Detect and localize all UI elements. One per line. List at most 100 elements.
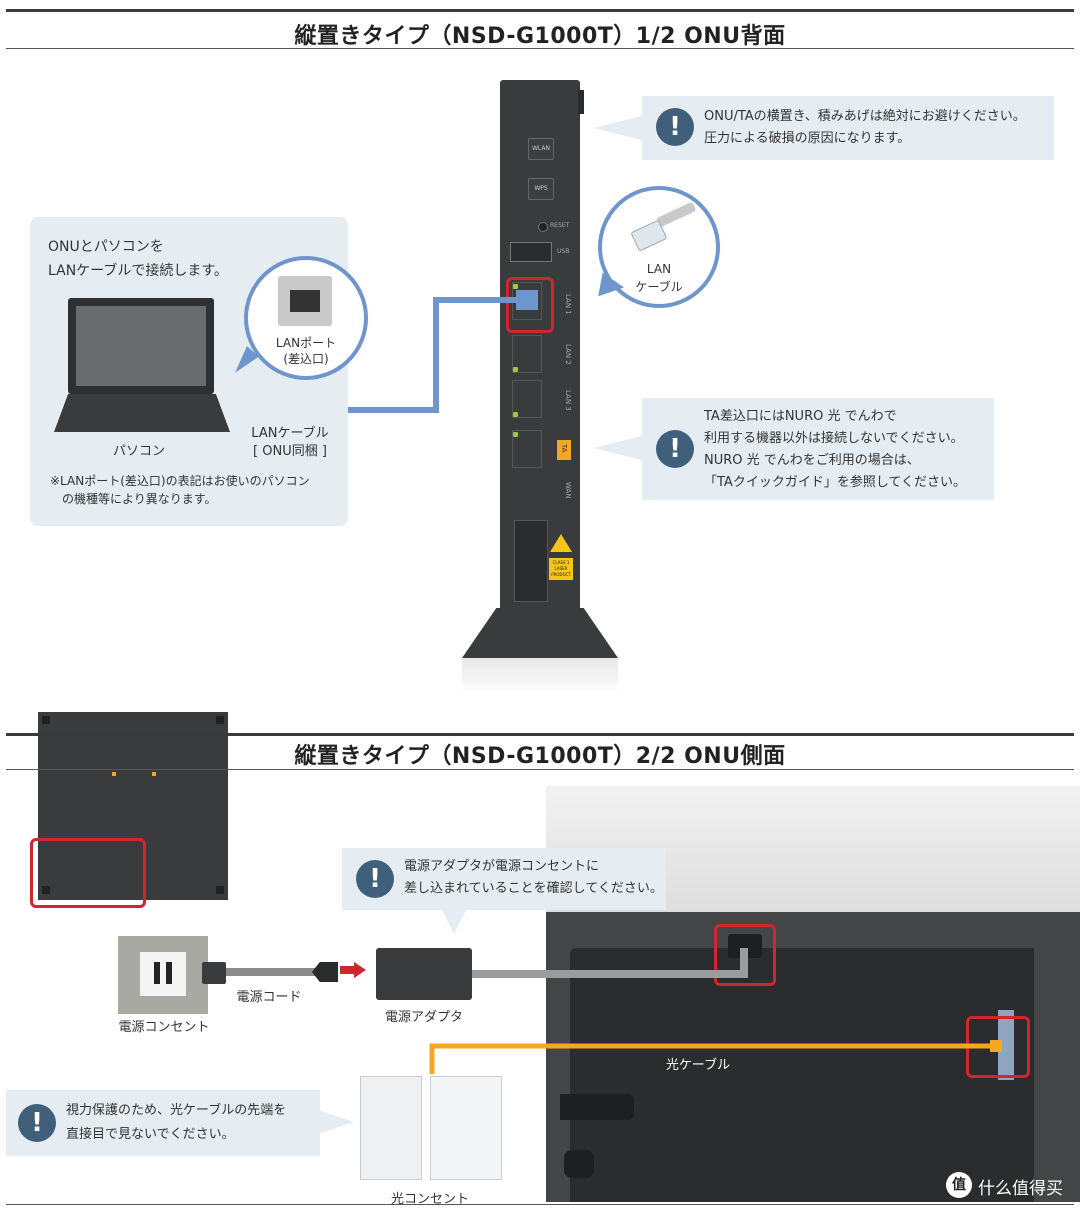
side-cable-stub-2 xyxy=(564,1150,594,1178)
ta-note-line1: TA差込口にはNURO 光 でんわで xyxy=(704,409,897,424)
reset-label: RESET xyxy=(550,222,570,229)
ta-led xyxy=(513,432,518,437)
section1-top-rule xyxy=(6,9,1074,12)
section1-title: 縦置きタイプ（NSD-G1000T）1/2 ONU背面 xyxy=(294,24,786,49)
usb-port[interactable] xyxy=(510,242,552,262)
laptop-keyboard xyxy=(54,394,230,432)
ta-note-pointer xyxy=(594,436,642,460)
lan1-plug xyxy=(516,290,538,310)
fiber-cable-label: 光ケーブル xyxy=(665,1058,731,1073)
fiber-cable-line xyxy=(429,1043,998,1074)
lan-port-icon-socket xyxy=(290,290,320,312)
onu-side-inner xyxy=(570,948,1034,1202)
lan-cable-label-line2: [ ONU同梱 ] xyxy=(253,444,327,459)
adapter-note-pointer xyxy=(440,906,468,934)
lan-port-label-line1: LANポート xyxy=(275,336,337,350)
ta-note-line2: 利用する機器以外は接続しないでください。 xyxy=(704,431,964,446)
onu-side-tab xyxy=(578,90,584,114)
lan-connector-icon xyxy=(631,202,696,251)
fiber-port[interactable] xyxy=(514,520,548,602)
fiber-outlet-right xyxy=(430,1076,502,1180)
adapter-note xyxy=(342,848,666,910)
lan-cable-callout xyxy=(598,186,720,308)
warning-icon: ! xyxy=(356,860,394,898)
usb-label: USB xyxy=(557,248,570,255)
fiber-cable-end xyxy=(990,1040,1002,1052)
onu-top-view xyxy=(38,712,228,900)
section2-bottom-rule xyxy=(6,769,1074,770)
bottom-rule xyxy=(6,1204,1074,1205)
wps-button[interactable]: WPS xyxy=(528,178,554,200)
pc-intro-line2: LANケーブルで接続します。 xyxy=(48,263,228,279)
stacking-note-line1: ONU/TAの横置き、積みあげは絶対にお避けください。 xyxy=(704,109,1026,124)
eye-note-line2: 直接目で見ないでください。 xyxy=(66,1127,235,1142)
eye-warning-note xyxy=(6,1090,320,1156)
laser-warning-icon xyxy=(550,534,572,552)
power-outlet-face xyxy=(140,952,186,996)
power-cord-label: 電源コード xyxy=(236,990,302,1005)
fiber-outlet-label: 光コンセント xyxy=(390,1192,469,1207)
outlet-slot-right xyxy=(166,962,172,984)
side-cable-stub xyxy=(560,1094,634,1120)
section1-bottom-rule xyxy=(6,48,1074,49)
pc-intro-line1: ONUとパソコンを xyxy=(48,239,164,255)
power-cord xyxy=(226,968,316,976)
eye-note-line1: 視力保護のため、光ケーブルの先端を xyxy=(66,1103,287,1118)
adapter-note-line2: 差し込まれていることを確認してください。 xyxy=(404,881,663,896)
watermark-text: 什么值得买 xyxy=(978,1179,1063,1199)
onu-top-led1 xyxy=(112,772,116,776)
onu-top-led2 xyxy=(152,772,156,776)
onu-top-foot-bl xyxy=(42,886,50,894)
lan3-port[interactable] xyxy=(512,380,542,418)
onu-shadow xyxy=(462,658,618,694)
onu-top-highlight xyxy=(30,838,146,908)
power-plug xyxy=(202,962,226,984)
red-arrow-icon xyxy=(340,966,356,974)
warning-icon: ! xyxy=(656,108,694,146)
red-arrow-head xyxy=(354,962,366,978)
adapter-note-line1: 電源アダプタが電源コンセントに xyxy=(404,859,600,874)
ta-note-line3: NURO 光 でんわをご利用の場合は、 xyxy=(704,453,920,468)
adapter-cable-end xyxy=(740,948,748,978)
callout-lan-line1: LAN xyxy=(646,262,672,276)
laser-label-line2: LASER xyxy=(554,566,568,571)
watermark-logo-icon: 值 xyxy=(946,1172,972,1198)
warning-icon: ! xyxy=(18,1104,56,1142)
power-jack-highlight xyxy=(714,924,776,986)
onu-top-foot-br xyxy=(216,886,224,894)
section2-title: 縦置きタイプ（NSD-G1000T）2/2 ONU側面 xyxy=(294,744,786,769)
cord-connector xyxy=(312,962,338,982)
fiber-outlet-left xyxy=(360,1076,422,1180)
adapter-cable xyxy=(472,970,746,978)
outlet-slot-left xyxy=(154,962,160,984)
section2-top-rule xyxy=(6,733,1074,736)
laptop-screen xyxy=(76,306,206,386)
ta-badge xyxy=(557,440,571,460)
laser-label-line1: CLASS 1 xyxy=(552,560,570,565)
ta-note-line4: 「TAクイックガイド」を参照してください。 xyxy=(704,475,967,490)
laser-label-line3: PRODUCT xyxy=(551,572,571,577)
power-adapter xyxy=(376,948,472,1000)
warning-icon: ! xyxy=(656,430,694,468)
ta-warning-note xyxy=(642,398,994,500)
adapter-label: 電源アダプタ xyxy=(384,1010,463,1025)
callout-lan-line2: ケーブル xyxy=(635,280,683,294)
wlan-button[interactable]: WLAN xyxy=(528,138,554,160)
stacking-warning-note xyxy=(642,96,1054,160)
reset-button[interactable] xyxy=(538,222,548,232)
pc-label: パソコン xyxy=(112,444,165,459)
pc-footnote-line1: ※LANポート(差込口)の表記はお使いのパソコン xyxy=(50,474,310,488)
stacking-note-pointer xyxy=(594,116,642,140)
lan3-led xyxy=(513,412,518,417)
lan-cable-label-line1: LANケーブル xyxy=(251,426,329,441)
lan2-port[interactable] xyxy=(512,335,542,373)
pc-footnote-line2: の機種等により異なります。 xyxy=(62,492,217,506)
eye-note-pointer xyxy=(318,1110,354,1134)
power-outlet-label: 電源コンセント xyxy=(118,1020,210,1035)
lan-port-label-line2: (差込口) xyxy=(283,352,329,366)
stacking-note-line2: 圧力による破損の原因になります。 xyxy=(704,131,911,146)
fiber-side-port[interactable] xyxy=(998,1010,1014,1080)
onu-top-foot-tr xyxy=(216,716,224,724)
laser-label: CLASS 1 LASER PRODUCT xyxy=(549,558,573,580)
